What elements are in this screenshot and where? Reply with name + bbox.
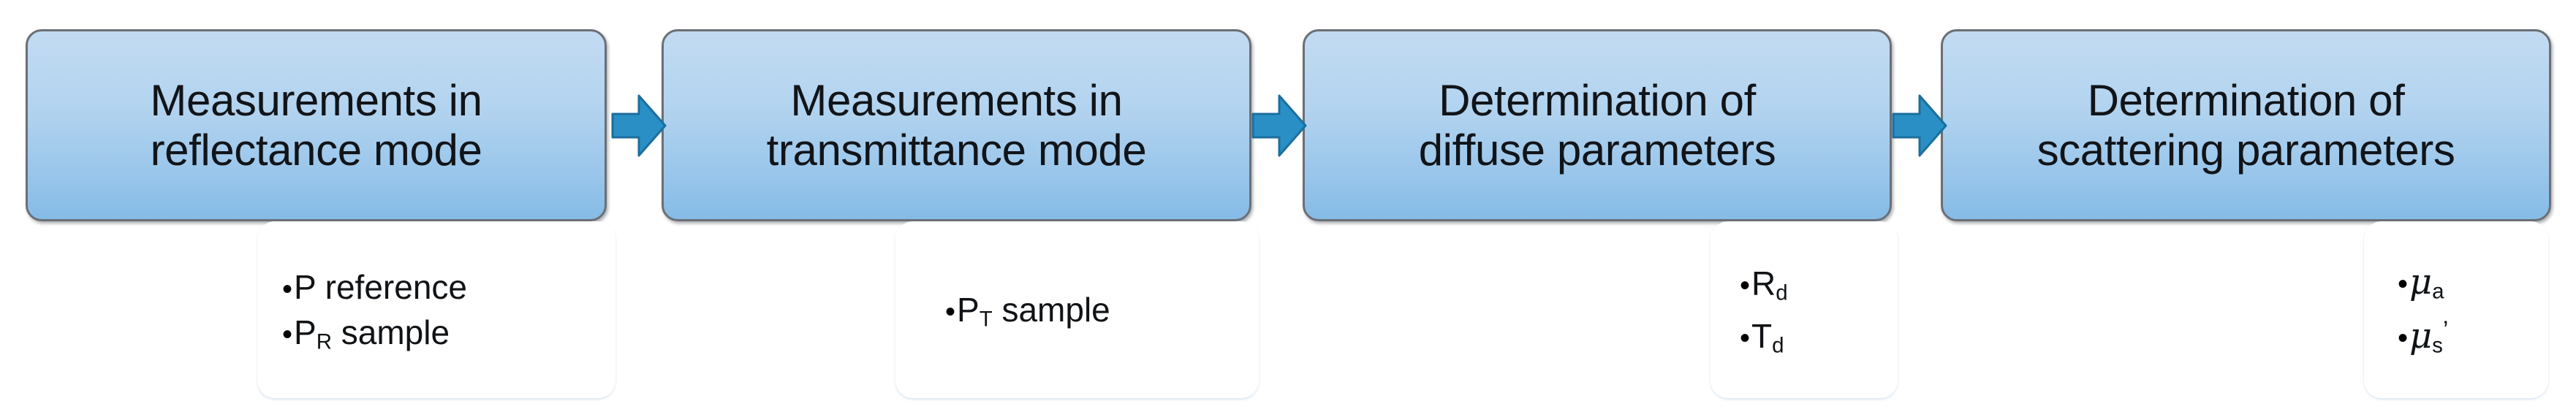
- list-item-label: PT sample: [957, 291, 1110, 332]
- bullet-icon: •: [1740, 322, 1751, 354]
- list-item: •PR sample: [282, 313, 615, 354]
- process-box-label: Determination of scattering parameters: [2037, 76, 2455, 175]
- right-arrow-icon-1: [611, 93, 667, 158]
- callout-list: •Rd•Td: [1711, 248, 1898, 372]
- list-item: •Td: [1740, 317, 1898, 358]
- process-box-label: Measurements in transmittance mode: [766, 76, 1147, 175]
- list-item-label: P reference: [294, 268, 467, 306]
- list-item-label: μs’: [2409, 316, 2449, 358]
- list-item: •μs’: [2398, 316, 2548, 358]
- process-box-measurements-transmittance[interactable]: Measurements in transmittance mode: [662, 29, 1251, 221]
- process-box-label: Determination of diffuse parameters: [1418, 76, 1776, 175]
- right-arrow-icon-2: [1251, 93, 1307, 158]
- list-item-label: μa: [2409, 262, 2444, 304]
- list-item-label: Td: [1751, 317, 1784, 358]
- bullet-icon: •: [282, 273, 293, 305]
- callout-box-reflectance-outputs[interactable]: •P reference•PR sample: [257, 221, 615, 398]
- process-box-label: Measurements in reflectance mode: [150, 76, 482, 175]
- process-box-measurements-reflectance[interactable]: Measurements in reflectance mode: [26, 29, 607, 221]
- callout-box-transmittance-outputs[interactable]: •PT sample: [895, 221, 1259, 398]
- right-arrow-icon-3: [1892, 93, 1947, 158]
- process-box-scattering-parameters[interactable]: Determination of scattering parameters: [1941, 29, 2551, 221]
- bullet-icon: •: [945, 296, 956, 328]
- callout-list: •μa•μs’: [2364, 246, 2548, 373]
- list-item: •PT sample: [945, 291, 1259, 332]
- list-item-label: Rd: [1751, 264, 1788, 305]
- callout-list: •P reference•PR sample: [257, 259, 615, 361]
- callout-box-scattering-outputs[interactable]: •μa•μs’: [2364, 221, 2548, 398]
- list-item-label: PR sample: [294, 313, 450, 354]
- list-item: •Rd: [1740, 264, 1898, 305]
- bullet-icon: •: [1740, 270, 1751, 302]
- callout-list: •PT sample: [895, 281, 1259, 338]
- bullet-icon: •: [282, 318, 293, 351]
- list-item: •μa: [2398, 262, 2548, 304]
- list-item: •P reference: [282, 270, 615, 304]
- callout-box-diffuse-outputs[interactable]: •Rd•Td: [1711, 221, 1898, 398]
- process-box-diffuse-parameters[interactable]: Determination of diffuse parameters: [1303, 29, 1892, 221]
- bullet-icon: •: [2398, 268, 2409, 301]
- bullet-icon: •: [2398, 322, 2409, 354]
